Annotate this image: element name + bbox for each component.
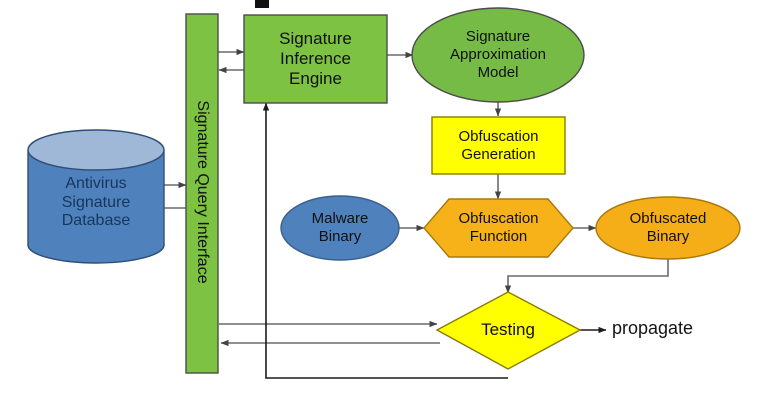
node-signature-inference-engine[interactable] bbox=[243, 14, 388, 104]
edge-layer bbox=[152, 48, 669, 379]
edge-obfbinary-to-testing bbox=[504, 258, 669, 294]
node-obfuscation-generation[interactable] bbox=[431, 116, 566, 175]
title-fragment-glyph bbox=[255, 0, 269, 8]
node-obfuscation-function[interactable] bbox=[423, 198, 574, 258]
node-testing[interactable] bbox=[435, 291, 582, 370]
node-signature-query-interface[interactable] bbox=[185, 13, 219, 374]
node-malware-binary[interactable] bbox=[280, 195, 400, 261]
node-obfuscated-binary[interactable] bbox=[595, 196, 741, 260]
node-antivirus-signature-database[interactable] bbox=[27, 129, 165, 264]
label-signature-query-interface: Signature Query Interface bbox=[194, 100, 211, 284]
edge-testing-to-sie bbox=[262, 102, 508, 379]
node-signature-approximation-model[interactable] bbox=[411, 7, 585, 103]
label-propagate: propagate bbox=[612, 318, 694, 338]
